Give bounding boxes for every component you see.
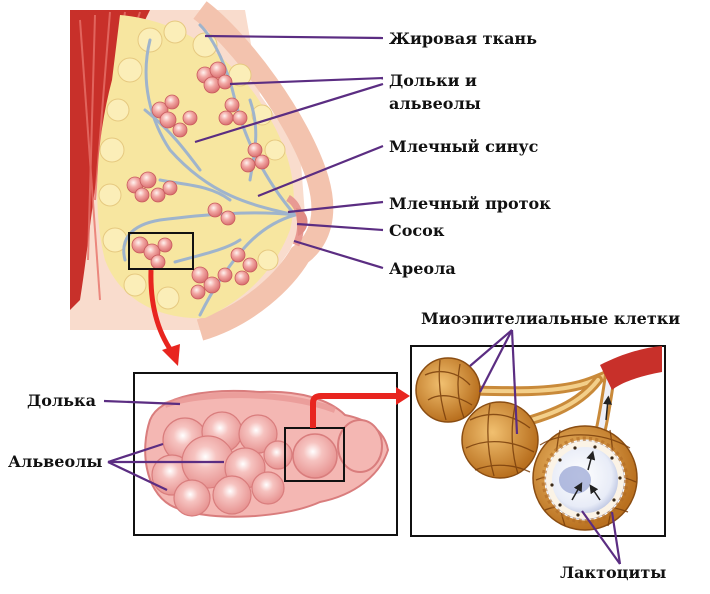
leader-lines-right — [469, 329, 622, 565]
label-alveoli: Альвеолы — [8, 452, 103, 471]
lobules-top — [126, 61, 270, 300]
single-alveolus — [292, 433, 338, 479]
label-lobule: Долька — [27, 391, 96, 410]
label-lactocytes: Лактоциты — [560, 563, 667, 582]
label-nipple: Сосок — [389, 221, 445, 240]
label-myoepithelial-cells: Миоэпителиальные клетки — [421, 309, 681, 328]
alveolus-detail-panel — [410, 345, 666, 537]
label-fat-tissue: Жировая ткань — [389, 29, 537, 48]
nipple — [296, 208, 308, 236]
leader-lines-top — [194, 34, 384, 270]
alveoli-cluster — [151, 411, 293, 517]
alveolus-2 — [461, 401, 539, 479]
zoom-box-top — [128, 232, 194, 270]
label-milk-duct: Млечный проток — [389, 194, 551, 213]
alveolus-1 — [415, 357, 481, 423]
label-lobules-alveoli-line1: Дольки и — [389, 71, 477, 90]
breast-cross-section — [70, 1, 334, 341]
label-areola: Ареола — [389, 259, 456, 278]
zoom-arrow-2 — [310, 387, 410, 428]
zoom-arrow-1 — [148, 269, 180, 366]
label-milk-sinus: Млечный синус — [389, 137, 539, 156]
pectoral-muscle — [70, 10, 150, 310]
skin-contour — [193, 1, 334, 341]
lobule-panel — [133, 372, 398, 536]
leader-lines-middle — [103, 399, 224, 491]
label-lobules-alveoli-line2: альвеолы — [389, 94, 481, 113]
